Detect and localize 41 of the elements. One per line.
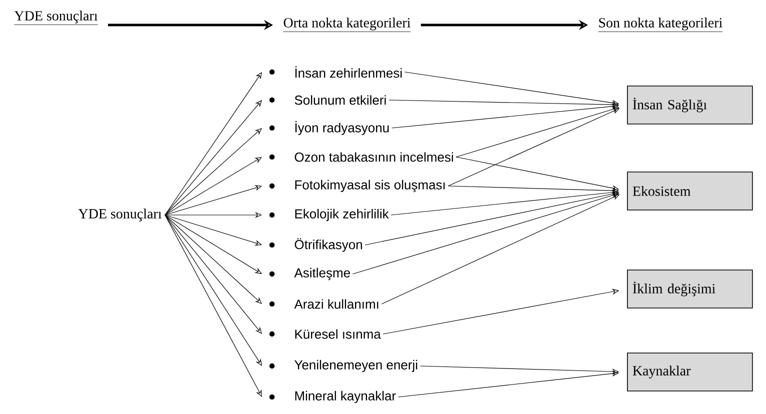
node-label: Arazi kullanımı <box>294 299 378 309</box>
arrow <box>164 214 262 274</box>
arrow <box>164 214 262 397</box>
node-label: Mineral kaynaklar <box>295 390 396 404</box>
category-box: Ekosistem <box>627 172 753 210</box>
category-box: İklim değişimi <box>627 270 753 308</box>
arrow <box>164 214 262 334</box>
arrow <box>164 214 262 304</box>
arrow <box>164 157 262 216</box>
bullet-item: Arazi kullanımı <box>269 299 378 309</box>
node-label: İnsan zehirlenmesi <box>295 66 402 78</box>
arrow <box>164 214 262 366</box>
source-text: YDE sonuçları <box>78 208 162 222</box>
bullet-item: Mineral kaynaklar <box>269 390 396 404</box>
node-label: Solunum etkileri <box>294 95 386 105</box>
arrow <box>164 72 262 216</box>
arrow <box>164 128 262 216</box>
node-label: Ekolojik zehirlilik <box>295 208 389 222</box>
bullet-item: Asitleşme <box>269 268 350 280</box>
bullet-item: Fotokimyasal sis oluşması <box>269 180 445 192</box>
node-label: İyon radyasyonu <box>295 120 389 135</box>
bullet-item: Ekolojik zehirlilik <box>269 208 389 222</box>
node-label: Küresel ısınma <box>295 329 381 339</box>
bullet-item: Küresel ısınma <box>269 329 381 339</box>
node-label: Yenilenemeyen enerji <box>294 360 418 372</box>
heading-text: Orta nokta kategorileri <box>283 18 411 32</box>
node-label: Asitleşme <box>294 268 350 280</box>
bullet-item: İyon radyasyonu <box>269 121 389 135</box>
bullet-item: Ozon tabakasının incelmesi <box>269 152 453 162</box>
bullet-item: Solunum etkileri <box>269 95 386 105</box>
heading-text: Son nokta kategorileri <box>598 18 723 32</box>
bullet-item: Yenilenemeyen enerji <box>269 360 418 372</box>
category-box: İnsan Sağlığı <box>627 86 753 124</box>
bullet-item: Ötrifikasyon <box>269 238 362 252</box>
arrow <box>164 185 262 216</box>
arrow <box>164 100 262 216</box>
category-box: Kaynaklar <box>627 352 753 392</box>
bullet-item: İnsan zehirlenmesi <box>269 66 402 78</box>
arrow <box>164 214 262 246</box>
node-label: Ötrifikasyon <box>294 238 362 252</box>
heading-text: YDE sonuçları <box>14 10 98 25</box>
